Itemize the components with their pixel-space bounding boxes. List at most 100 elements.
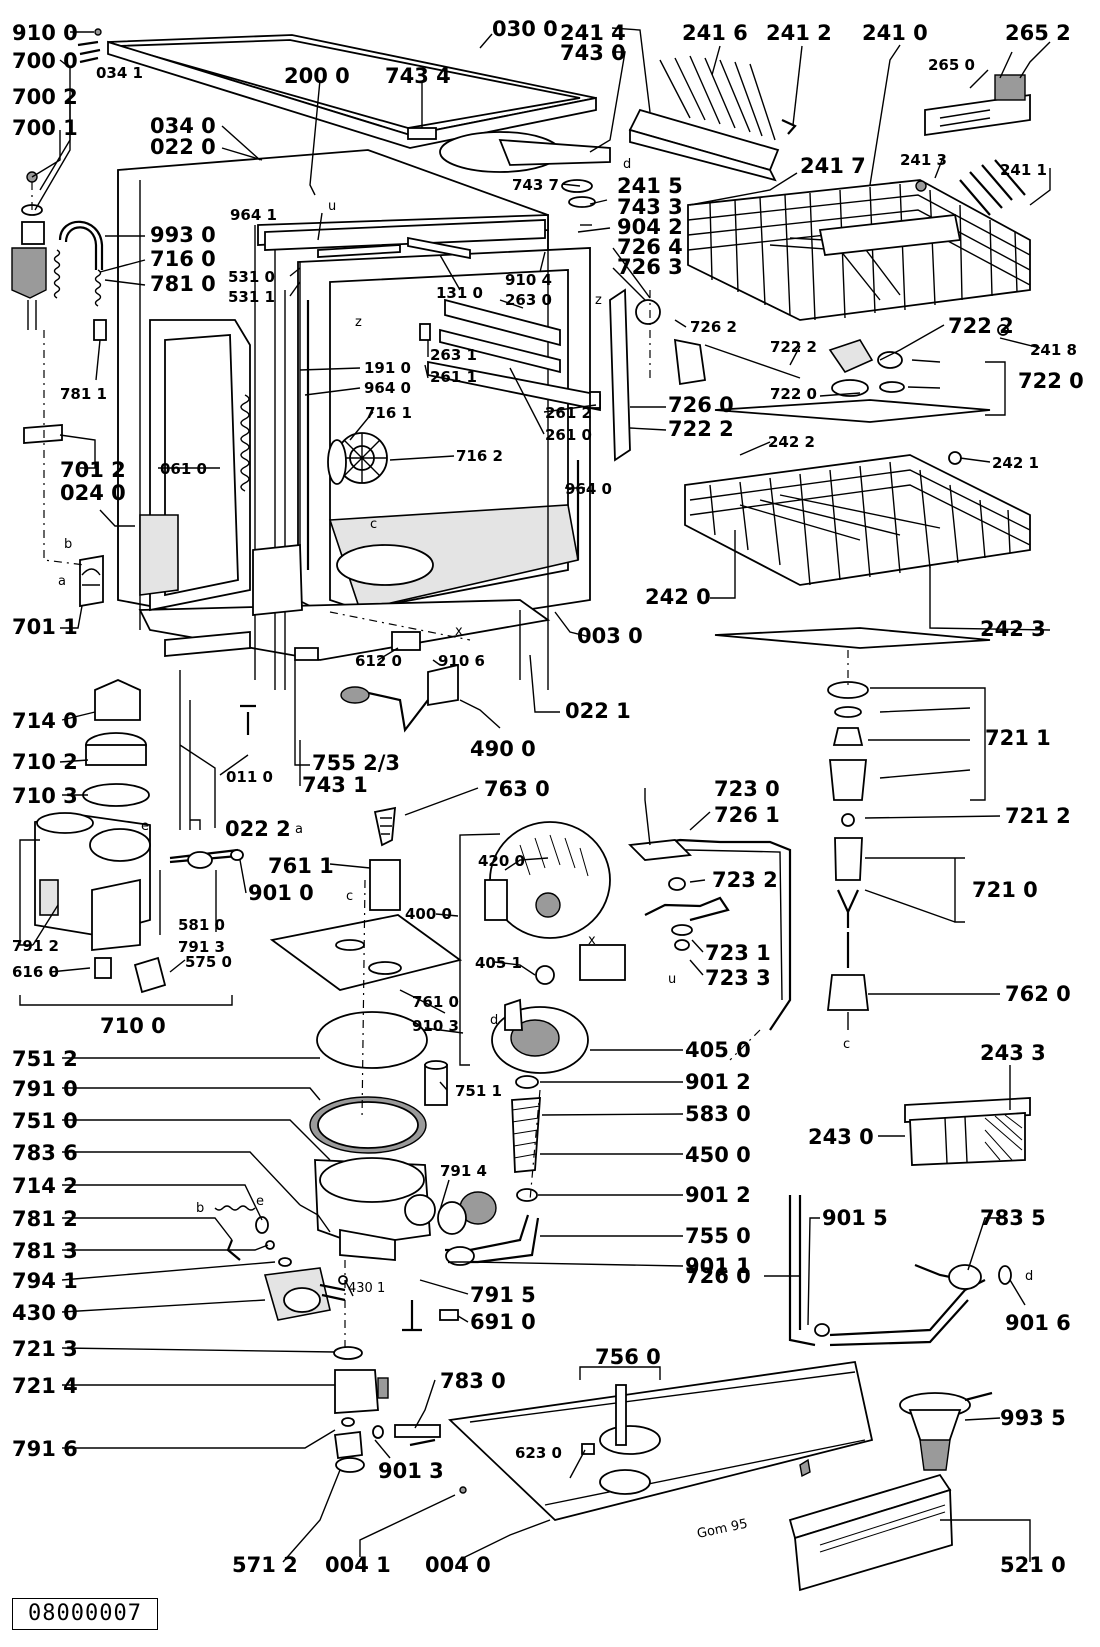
callout-763-0: 763 0 bbox=[484, 777, 550, 801]
control-panel-521 bbox=[788, 1473, 953, 1592]
callout-904-2: 904 2 bbox=[617, 215, 683, 239]
callout-755-0: 755 0 bbox=[685, 1224, 751, 1248]
callout-241-7: 241 7 bbox=[800, 154, 866, 178]
letter-c-filter: c bbox=[346, 889, 353, 904]
callout-722-0-a: 722 0 bbox=[1018, 369, 1084, 393]
callout-726-2: 726 2 bbox=[690, 318, 737, 336]
callout-430-0: 430 0 bbox=[12, 1301, 78, 1325]
callout-714-2: 714 2 bbox=[12, 1174, 78, 1198]
leader-lines bbox=[19, 27, 1051, 1563]
callout-242-2: 242 2 bbox=[768, 433, 815, 451]
letter-x-cabinet: x bbox=[455, 624, 463, 639]
cabinet-frame bbox=[117, 149, 591, 690]
callout-726-0-b: 726 0 bbox=[685, 1264, 751, 1288]
callout-261-2: 261 2 bbox=[545, 404, 592, 422]
callout-243-3: 243 3 bbox=[980, 1041, 1046, 1065]
callout-993-0: 993 0 bbox=[150, 223, 216, 247]
inlet-valve-700 bbox=[11, 171, 47, 330]
callout-783-6: 783 6 bbox=[12, 1141, 78, 1165]
callout-242-0: 242 0 bbox=[645, 585, 711, 609]
callout-721-2: 721 2 bbox=[1005, 804, 1071, 828]
callout-716-1: 716 1 bbox=[365, 404, 412, 422]
callout-710-2: 710 2 bbox=[12, 750, 78, 774]
hose-assembly-top-left bbox=[53, 220, 107, 341]
parts-artwork bbox=[11, 28, 1031, 1592]
callout-781-2: 781 2 bbox=[12, 1207, 78, 1231]
callout-723-2: 723 2 bbox=[712, 868, 778, 892]
callout-191-0: 191 0 bbox=[364, 359, 411, 377]
letter-z-cabinet: z bbox=[355, 315, 362, 330]
callout-241-5: 241 5 bbox=[617, 174, 683, 198]
callout-901-1: 901 1 bbox=[685, 1254, 751, 1278]
callout-781-1: 781 1 bbox=[60, 385, 107, 403]
callout-910-0: 910 0 bbox=[12, 21, 78, 45]
callout-241-8: 241 8 bbox=[1030, 341, 1077, 359]
callout-901-2-b: 901 2 bbox=[685, 1183, 751, 1207]
callout-024-0: 024 0 bbox=[60, 481, 126, 505]
callout-791-3: 791 3 bbox=[178, 938, 225, 956]
drain-hose-726-right bbox=[788, 1195, 1012, 1347]
letter-b-left: b bbox=[64, 537, 72, 552]
callout-716-0: 716 0 bbox=[150, 247, 216, 271]
callout-755-2-3: 755 2/3 bbox=[312, 751, 400, 775]
door-spring bbox=[240, 394, 250, 492]
assembly-centerlines bbox=[31, 182, 849, 1350]
callout-964-0-a: 964 0 bbox=[364, 379, 411, 397]
callout-794-1: 794 1 bbox=[12, 1269, 78, 1293]
callout-723-0: 723 0 bbox=[714, 777, 780, 801]
callout-743-3: 743 3 bbox=[617, 195, 683, 219]
callout-751-0: 751 0 bbox=[12, 1109, 78, 1133]
callout-265-2: 265 2 bbox=[1005, 21, 1071, 45]
callout-261-1: 261 1 bbox=[430, 368, 477, 386]
callout-791-4: 791 4 bbox=[440, 1162, 487, 1180]
callout-761-1: 761 1 bbox=[268, 854, 334, 878]
callout-743-1: 743 1 bbox=[302, 773, 368, 797]
funnel-993-5 bbox=[899, 1391, 993, 1471]
clip-910-0-034-1 bbox=[77, 28, 102, 64]
lower-spray-arm-721 bbox=[714, 627, 991, 1030]
callout-722-2-a: 722 2 bbox=[948, 314, 1014, 338]
upper-feed-743 bbox=[407, 127, 707, 462]
callout-910-6: 910 6 bbox=[438, 652, 485, 670]
callout-710-3: 710 3 bbox=[12, 784, 78, 808]
callout-263-0: 263 0 bbox=[505, 291, 552, 309]
callout-791-2: 791 2 bbox=[12, 937, 59, 955]
letter-z-tube: z bbox=[595, 293, 602, 308]
callout-726-4: 726 4 bbox=[617, 235, 683, 259]
drafter-signature: Gom 95 bbox=[696, 1517, 749, 1542]
callout-241-1: 241 1 bbox=[1000, 161, 1047, 179]
callout-714-0: 714 0 bbox=[12, 709, 78, 733]
callout-783-0: 783 0 bbox=[440, 1369, 506, 1393]
callout-701-1: 701 1 bbox=[12, 615, 78, 639]
letter-u-top: u bbox=[328, 199, 336, 214]
callout-430-1: 430 1 bbox=[348, 1281, 385, 1296]
rail-bracket-265 bbox=[924, 74, 1031, 137]
callout-571-2: 571 2 bbox=[232, 1553, 298, 1577]
callout-030-0: 030 0 bbox=[492, 17, 558, 41]
callout-743-4: 743 4 bbox=[385, 64, 451, 88]
callout-726-3: 726 3 bbox=[617, 255, 683, 279]
callout-743-0: 743 0 bbox=[560, 41, 626, 65]
callout-901-0: 901 0 bbox=[248, 881, 314, 905]
callout-726-1: 726 1 bbox=[714, 803, 780, 827]
letter-d-top: d bbox=[623, 157, 631, 172]
lower-basket-242 bbox=[684, 451, 1031, 586]
callout-781-3: 781 3 bbox=[12, 1239, 78, 1263]
callout-964-0-b: 964 0 bbox=[565, 480, 612, 498]
callout-761-0: 761 0 bbox=[412, 993, 459, 1011]
drain-pump-450 bbox=[437, 1075, 541, 1266]
bracket-701 bbox=[23, 330, 104, 608]
callout-623-0: 623 0 bbox=[515, 1444, 562, 1462]
callout-004-0: 004 0 bbox=[425, 1553, 491, 1577]
power-and-connector-parts bbox=[240, 631, 459, 735]
letter-u-pipe: u bbox=[668, 972, 676, 987]
callout-722-0-b: 722 0 bbox=[770, 385, 817, 403]
callout-721-1: 721 1 bbox=[985, 726, 1051, 750]
letter-d-pump: d bbox=[490, 1013, 498, 1028]
callout-034-0: 034 0 bbox=[150, 114, 216, 138]
callout-723-1: 723 1 bbox=[705, 941, 771, 965]
callout-003-0: 003 0 bbox=[577, 624, 643, 648]
connection-letters: u z z d c b a x c e a d x u c b e d bbox=[58, 157, 1033, 1284]
callout-791-5: 791 5 bbox=[470, 1283, 536, 1307]
callout-743-7: 743 7 bbox=[512, 176, 559, 194]
